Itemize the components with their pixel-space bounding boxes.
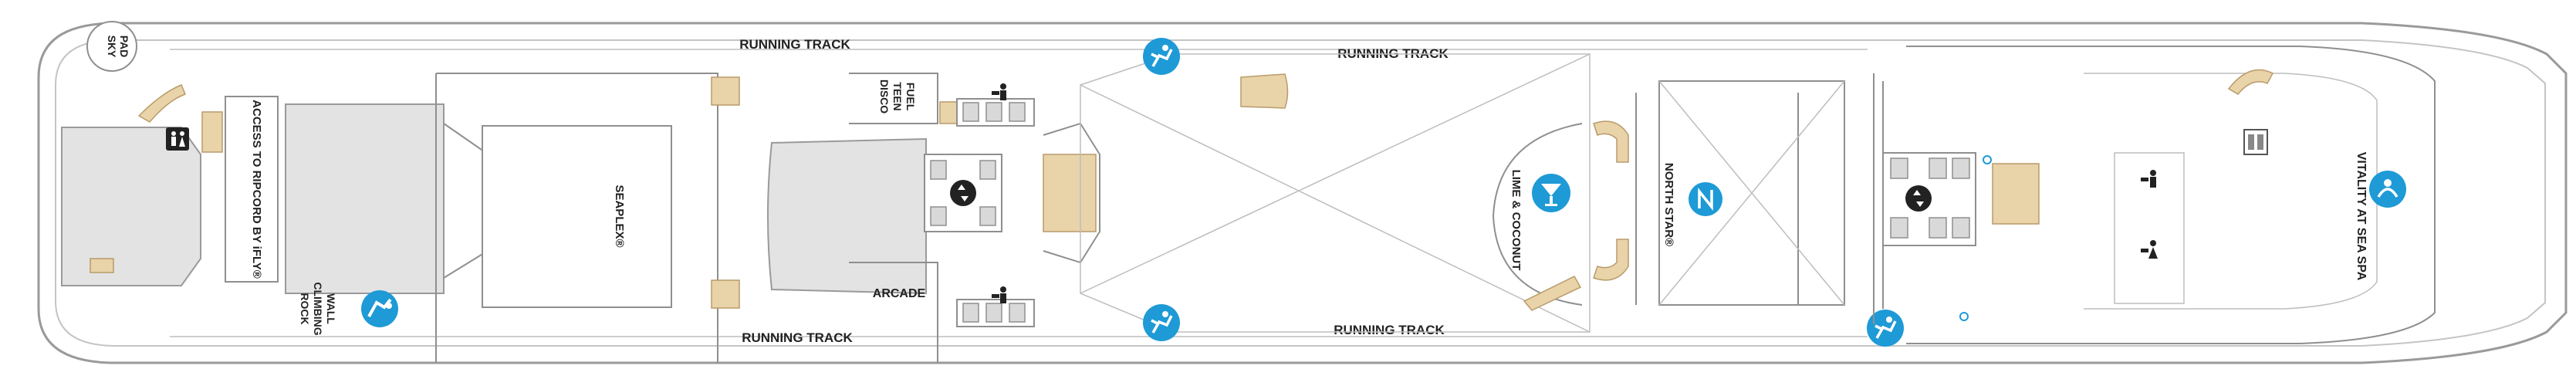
- stairs-seaplex-upper: [711, 76, 740, 106]
- restroom-icon-upper: [992, 83, 1006, 100]
- spa-outline: [1906, 46, 2436, 344]
- fuel-teen-disco-outline: [849, 73, 938, 124]
- stairs-lime-coconut-spiral-lower: [1593, 239, 1629, 281]
- cocktail-icon[interactable]: [1532, 174, 1570, 212]
- pool-deck-diagonals: [1080, 53, 1591, 333]
- running-track-label-bottom-mid: RUNNING TRACK: [1334, 323, 1445, 337]
- running-icon-top-aft[interactable]: [1143, 38, 1180, 75]
- central-atrium-wall: [1043, 122, 1100, 264]
- ripcord-access-box: [225, 96, 279, 283]
- climbing-icon[interactable]: [361, 290, 398, 327]
- rock-climbing-label-2: CLIMBING: [312, 282, 324, 335]
- deck-inner-edge: [55, 39, 2546, 347]
- stairs-mid-aft-upper: [939, 101, 959, 124]
- running-track-label-top-aft: RUNNING TRACK: [739, 37, 850, 52]
- sky-pad[interactable]: SKY PAD: [86, 21, 137, 72]
- elevator-icon-aft: [950, 180, 976, 206]
- elevator-icon-fwd: [1905, 185, 1932, 212]
- stairs-aft-lower: [90, 258, 114, 273]
- ripcord-structure: [61, 127, 201, 286]
- stairs-seaplex-lower: [711, 279, 740, 309]
- running-track-label-bottom-aft: RUNNING TRACK: [742, 330, 853, 345]
- sky-pad-label-1: SKY: [106, 36, 118, 58]
- arcade-label: ARCADE: [873, 287, 926, 300]
- rock-climbing-label-1: ROCK: [299, 293, 311, 324]
- north-star-area[interactable]: [1658, 80, 1845, 306]
- stairs-fwd: [1992, 163, 2040, 225]
- fuel-label-3: DISCO: [878, 80, 891, 113]
- seaplex-court[interactable]: [482, 125, 672, 308]
- restroom-icon-aft: [166, 127, 189, 151]
- spa-restroom-block: [2114, 152, 2185, 304]
- restroom-icon-spa-women: [2141, 240, 2158, 259]
- fuel-label-1: FUEL: [904, 83, 917, 111]
- restroom-icon-spa-men: [2141, 170, 2156, 188]
- rock-climbing-label-3: WALL: [325, 293, 337, 324]
- restroom-icon-lower: [992, 286, 1006, 303]
- accessible-marker-lower: [1959, 312, 1969, 321]
- stairs-spa-curve: [2227, 69, 2274, 95]
- vitality-spa-label[interactable]: VITALITY AT SEA SPA: [2355, 152, 2368, 281]
- sky-pad-label-2: PAD: [118, 36, 130, 58]
- fuel-label-2: TEEN: [891, 82, 904, 110]
- stairs-aft-curve: [137, 84, 186, 123]
- accessible-marker-upper: [1983, 155, 1992, 164]
- central-structure: [767, 137, 927, 295]
- running-icon-bottom-fwd[interactable]: [1867, 310, 1904, 347]
- north-star-label: NORTH STAR®: [1662, 163, 1675, 246]
- stairs-pool-upper: [1240, 73, 1289, 109]
- running-icon-bottom-aft[interactable]: [1143, 304, 1180, 341]
- spa-icon[interactable]: [2369, 171, 2406, 208]
- ripcord-structure-right: [285, 103, 445, 294]
- stairs-aft-upper: [201, 111, 223, 153]
- north-star-frame: [1635, 93, 1799, 305]
- lime-coconut-outline: [1492, 123, 1583, 306]
- running-track-lane: [170, 49, 1868, 337]
- ripcord-access-label[interactable]: ACCESS TO RIPCORD BY iFLY®: [250, 100, 263, 279]
- arcade-outline: [849, 262, 938, 363]
- stairs-lime-coconut-spiral: [1593, 120, 1629, 163]
- stairs-central: [1043, 154, 1097, 232]
- lime-coconut-label: LIME & COCONUT: [1509, 170, 1523, 271]
- elevator-icon-spa: [2243, 129, 2268, 155]
- north-star-diagonals: [1658, 80, 1845, 306]
- seaplex-outline: [435, 73, 718, 363]
- north-star-icon[interactable]: [1689, 182, 1722, 216]
- seaplex-label: SEAPLEX®: [613, 185, 626, 247]
- stairs-lime-coconut-curve: [1523, 276, 1582, 311]
